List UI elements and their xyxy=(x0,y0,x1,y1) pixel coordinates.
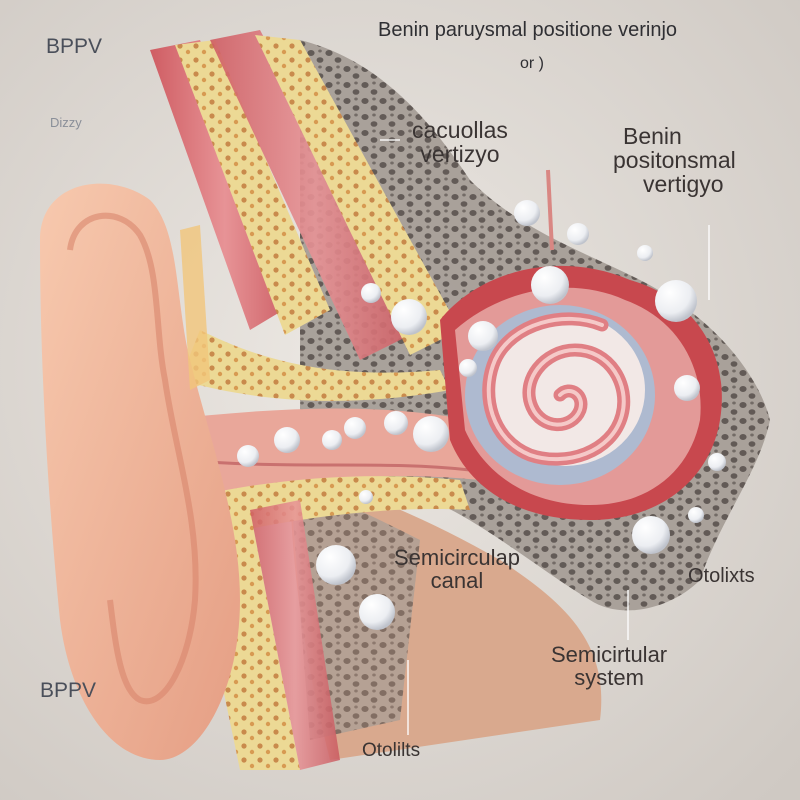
semicircular-canal-label: Semicirculap canal xyxy=(394,546,520,592)
otoliths-label-right: Otolixts xyxy=(688,565,755,587)
cacuollas-line-2: vertizyo xyxy=(420,141,500,168)
dizzy-label: Dizzy xyxy=(50,115,82,130)
cacuollas-line-1: cacuollas xyxy=(412,117,508,143)
semicircular-system-line-2: system xyxy=(574,665,644,691)
benin-line-2: positonsmal xyxy=(613,147,736,174)
bppv-label-bottom: BPPV xyxy=(40,679,97,702)
bppv-label-top: BPPV xyxy=(46,35,103,58)
semicircular-system-label: Semicirtular system xyxy=(551,643,667,689)
benin-line-3: vertigyo xyxy=(643,171,724,198)
title-label: Benin paruysmal positione verinjo xyxy=(378,19,678,41)
semicircular-canal-line-1: Semicirculap xyxy=(394,545,520,570)
semicircular-system-line-1: Semicirtular xyxy=(551,642,668,667)
benin-positional-vertigo-label: Benin positonsmal vertigyo xyxy=(613,123,736,198)
cacuollas-vertizyo-label: cacuollas vertizyo xyxy=(412,118,508,166)
semicircular-canal-line-2: canal xyxy=(430,568,484,594)
title-subtext: or ) xyxy=(520,55,544,72)
benin-line-1: Benin xyxy=(623,123,682,149)
otoliths-label-bottom: Otolilts xyxy=(362,740,421,761)
